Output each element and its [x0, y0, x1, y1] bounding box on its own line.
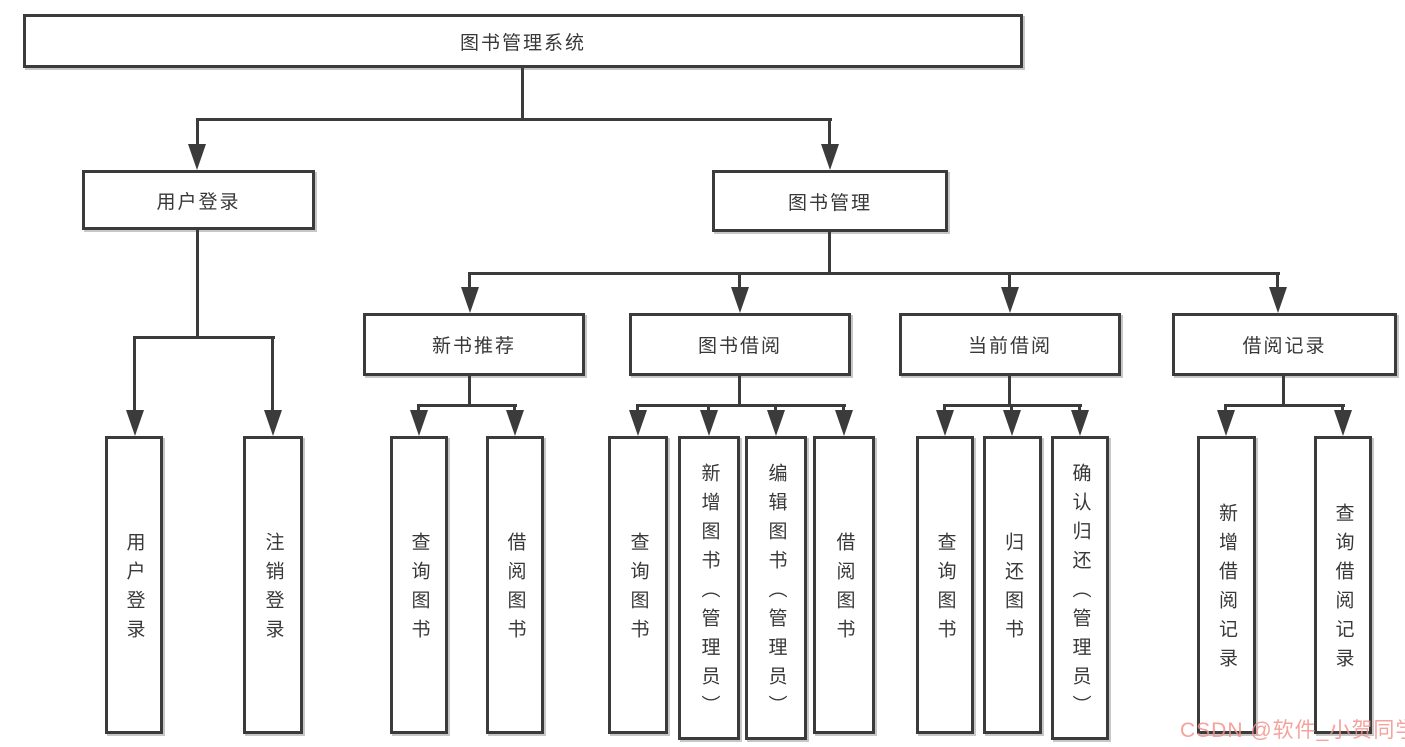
- node-book-management-label: 图书管理: [787, 192, 872, 214]
- arrow-down: [767, 410, 785, 436]
- node-new-book-recommend-label: 新书推荐: [431, 336, 516, 357]
- connector-line: [774, 404, 777, 414]
- leaf-query-borrow-record-label: 查询借阅记录: [1332, 503, 1354, 677]
- leaf-query-books-current: 查询图书: [916, 436, 974, 734]
- connector-line: [1008, 272, 1011, 289]
- connector-line: [828, 232, 831, 272]
- connector-line: [1341, 404, 1344, 414]
- arrow-down: [936, 410, 954, 436]
- leaf-logout-label: 注销登录: [262, 532, 284, 648]
- connector-line: [468, 376, 471, 404]
- node-current-borrowing-label: 当前借阅: [967, 336, 1052, 357]
- connector-line: [1276, 272, 1279, 289]
- node-current-borrowing: 当前借阅: [899, 313, 1121, 376]
- connector-line: [521, 68, 524, 118]
- arrow-down: [1334, 410, 1352, 436]
- leaf-query-books-recommend-label: 查询图书: [408, 532, 430, 648]
- connector-line: [417, 404, 420, 414]
- node-book-management: 图书管理: [712, 170, 948, 232]
- arrow-down: [410, 410, 428, 436]
- arrow-down: [821, 144, 839, 170]
- connector-line: [842, 404, 845, 414]
- leaf-return-books-label: 归还图书: [1002, 532, 1023, 648]
- leaf-logout: 注销登录: [243, 436, 303, 734]
- connector-line: [828, 118, 831, 146]
- connector-line: [468, 272, 471, 289]
- arrow-down: [1001, 287, 1019, 313]
- leaf-add-borrow-record: 新增借阅记录: [1197, 436, 1256, 734]
- arrow-down: [1003, 410, 1021, 436]
- node-new-book-recommend: 新书推荐: [363, 313, 585, 376]
- connector-line: [196, 230, 199, 336]
- leaf-user-login-label: 用户登录: [123, 532, 145, 648]
- arrow-down: [835, 410, 853, 436]
- node-borrow-records: 借阅记录: [1172, 313, 1397, 376]
- arrow-down: [126, 410, 144, 436]
- connector-line: [738, 272, 741, 289]
- connector-line: [196, 118, 832, 121]
- leaf-query-books-recommend: 查询图书: [390, 436, 448, 734]
- arrow-down: [731, 287, 749, 313]
- leaf-add-book-admin: 新增图书（管理员）: [678, 436, 740, 740]
- connector-line: [1224, 404, 1227, 414]
- csdn-watermark: CSDN @软件_小贺同学: [1180, 719, 1405, 742]
- connector-line: [943, 404, 946, 414]
- leaf-edit-book-admin-label: 编辑图书（管理员）: [765, 462, 787, 724]
- connector-line: [738, 376, 741, 404]
- node-root-label: 图书管理系统: [459, 32, 586, 54]
- connector-line: [636, 404, 639, 414]
- leaf-return-books: 归还图书: [983, 436, 1042, 734]
- leaf-query-borrow-record: 查询借阅记录: [1314, 436, 1372, 734]
- connector-line: [637, 404, 846, 407]
- leaf-borrow-books-borrowing: 借阅图书: [813, 436, 875, 734]
- arrow-down: [461, 287, 479, 313]
- leaf-confirm-return-admin: 确认归还（管理员）: [1051, 436, 1109, 740]
- leaf-confirm-return-admin-label: 确认归还（管理员）: [1069, 462, 1091, 724]
- leaf-query-books-current-label: 查询图书: [934, 532, 956, 648]
- connector-line: [271, 336, 274, 412]
- connector-line: [1282, 376, 1285, 404]
- arrow-down: [264, 410, 282, 436]
- leaf-user-login: 用户登录: [105, 436, 163, 734]
- node-borrow-records-label: 借阅记录: [1242, 336, 1327, 357]
- connector-line: [1010, 404, 1013, 414]
- arrow-down: [1269, 287, 1287, 313]
- arrow-down: [1071, 410, 1089, 436]
- arrow-down: [629, 410, 647, 436]
- node-user-login: 用户登录: [82, 170, 315, 230]
- node-book-borrowing-label: 图书借阅: [697, 336, 782, 357]
- node-book-borrowing: 图书借阅: [629, 313, 851, 376]
- connector-line: [1225, 404, 1345, 407]
- leaf-query-books-borrowing-label: 查询图书: [627, 532, 649, 648]
- leaf-query-books-borrowing: 查询图书: [608, 436, 668, 734]
- connector-line: [707, 404, 710, 414]
- connector-line: [1078, 404, 1081, 414]
- leaf-borrow-books-borrowing-label: 借阅图书: [833, 532, 855, 648]
- leaf-borrow-books-recommend: 借阅图书: [486, 436, 544, 734]
- connector-line: [196, 118, 199, 146]
- arrow-down: [1217, 410, 1235, 436]
- connector-line: [944, 404, 1082, 407]
- leaf-add-borrow-record-label: 新增借阅记录: [1216, 503, 1237, 677]
- connector-line: [133, 336, 275, 339]
- arrow-down: [700, 410, 718, 436]
- node-root: 图书管理系统: [23, 14, 1023, 68]
- leaf-borrow-books-recommend-label: 借阅图书: [504, 532, 526, 648]
- leaf-add-book-admin-label: 新增图书（管理员）: [698, 462, 720, 724]
- connector-line: [513, 404, 516, 414]
- connector-line: [469, 272, 1280, 275]
- connector-line: [1008, 376, 1011, 404]
- connector-line: [418, 404, 517, 407]
- arrow-down: [188, 144, 206, 170]
- connector-line: [133, 336, 136, 412]
- node-user-login-label: 用户登录: [156, 191, 241, 213]
- arrow-down: [506, 410, 524, 436]
- leaf-edit-book-admin: 编辑图书（管理员）: [745, 436, 807, 740]
